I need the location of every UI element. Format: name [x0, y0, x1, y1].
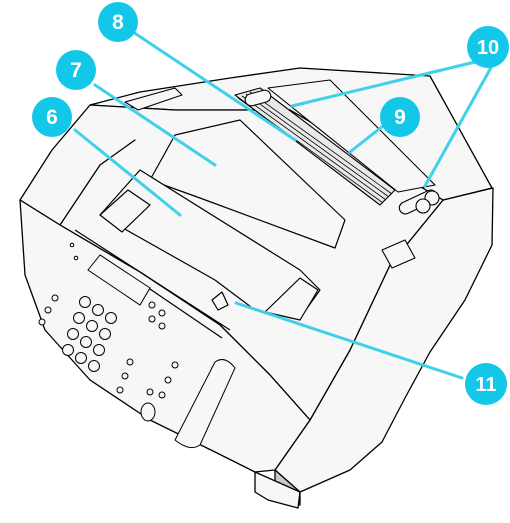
function-key [171, 361, 179, 369]
leader-line-10b [423, 62, 495, 188]
callout-7: 7 [56, 50, 96, 90]
callout-7-label: 7 [70, 59, 82, 82]
function-key [164, 376, 172, 384]
keypad-key [92, 304, 104, 316]
function-key [146, 388, 154, 396]
function-key [158, 322, 166, 330]
keypad-key [105, 312, 117, 324]
function-key [158, 309, 166, 317]
function-key [38, 318, 46, 326]
function-key [148, 315, 156, 323]
leader-line-11 [234, 301, 464, 380]
callout-6-label: 6 [46, 106, 58, 129]
function-key [148, 301, 156, 309]
function-keys [38, 294, 179, 399]
callout-9: 9 [380, 97, 420, 137]
function-key [158, 391, 166, 399]
leader-line-10a [290, 60, 477, 108]
roller-end-b [415, 198, 431, 214]
leader-line-6 [73, 128, 182, 217]
keypad-key [67, 328, 79, 340]
paper-stack-lines [237, 91, 393, 204]
function-key [51, 294, 59, 302]
callout-badges: 6 7 8 9 10 11 [32, 2, 509, 405]
leader-line-9 [348, 120, 390, 154]
callout-8-label: 8 [112, 11, 124, 34]
callout-11: 11 [465, 363, 507, 405]
lcd-display [87, 254, 151, 306]
rear-left-flap [124, 87, 183, 111]
callout-11-label: 11 [475, 374, 496, 396]
start-key [140, 402, 156, 422]
leader-line-8 [128, 28, 297, 142]
callout-8: 8 [98, 2, 138, 42]
function-key [121, 372, 129, 380]
leader-lines [73, 28, 495, 380]
keypad-key [88, 360, 100, 372]
keypad-key [73, 312, 85, 324]
callout-9-label: 9 [394, 106, 406, 129]
rear-cover-plate [267, 79, 436, 193]
keypad-key [99, 328, 111, 340]
callout-10: 10 [467, 26, 509, 68]
control-panel [38, 242, 236, 449]
roller-left [244, 89, 272, 107]
cover-ridge [59, 139, 136, 226]
keypad-key [79, 296, 91, 308]
function-key [44, 306, 52, 314]
large-panel-button [174, 359, 236, 449]
document-slot [74, 229, 231, 331]
function-key [116, 386, 124, 394]
device-foot [254, 471, 301, 509]
left-paper-guide [99, 189, 151, 233]
rear-feeder-assembly [124, 79, 440, 269]
indicator-light [73, 255, 79, 261]
function-key [126, 358, 134, 366]
leader-line-7 [93, 83, 217, 167]
keypad-key [93, 344, 105, 356]
paper-path-area [74, 119, 346, 339]
numeric-keypad [62, 296, 117, 372]
keypad-key [86, 320, 98, 332]
keypad-key [80, 336, 92, 348]
paper-guide-tab [211, 291, 229, 311]
keypad-key [62, 344, 74, 356]
keypad-key [75, 352, 87, 364]
indicator-light [69, 242, 75, 248]
callout-10-label: 10 [477, 37, 499, 59]
right-paper-guide [264, 277, 319, 321]
callout-6: 6 [32, 97, 72, 137]
release-button [381, 239, 416, 269]
